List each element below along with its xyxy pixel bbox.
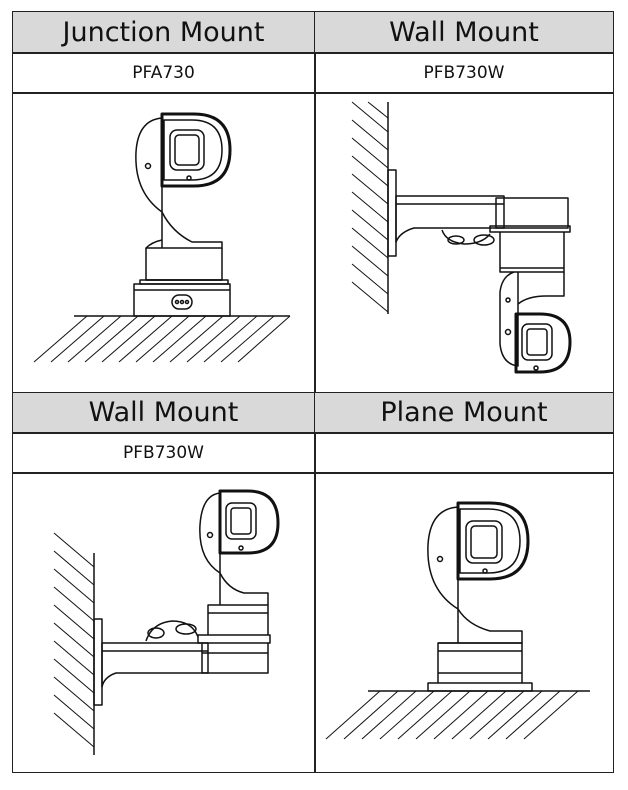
model-pfb730w: PFB730W	[315, 53, 613, 92]
wall-mount-illustration-2	[53, 489, 280, 755]
model-label: PFA730	[132, 62, 195, 83]
header-junction-mount: Junction Mount	[13, 12, 314, 52]
row-divider	[13, 92, 613, 94]
header-label: Plane Mount	[380, 397, 548, 428]
model-pfa730: PFA730	[13, 53, 314, 92]
plane-mount-illustration	[325, 501, 590, 740]
model-label: PFB730W	[423, 62, 505, 83]
header-label: Wall Mount	[389, 16, 539, 48]
header-wall-mount: Wall Mount	[315, 12, 613, 52]
mount-table: Junction Mount Wall Mount PFA730 PFB730W…	[12, 11, 614, 773]
column-divider	[314, 12, 316, 772]
header-plane-mount: Plane Mount	[315, 393, 613, 432]
model-label: PFB730W	[123, 442, 204, 463]
row-divider	[13, 472, 613, 474]
header-label: Wall Mount	[88, 397, 239, 428]
header-label: Junction Mount	[62, 16, 265, 48]
junction-mount-illustration	[33, 112, 291, 363]
row-divider	[13, 432, 613, 434]
row-divider	[13, 52, 613, 54]
row-divider	[13, 392, 613, 394]
model-pfb730w-2: PFB730W	[13, 433, 314, 472]
model-empty	[315, 433, 613, 472]
wall-mount-illustration	[351, 101, 572, 374]
header-wall-mount-2: Wall Mount	[13, 393, 314, 432]
